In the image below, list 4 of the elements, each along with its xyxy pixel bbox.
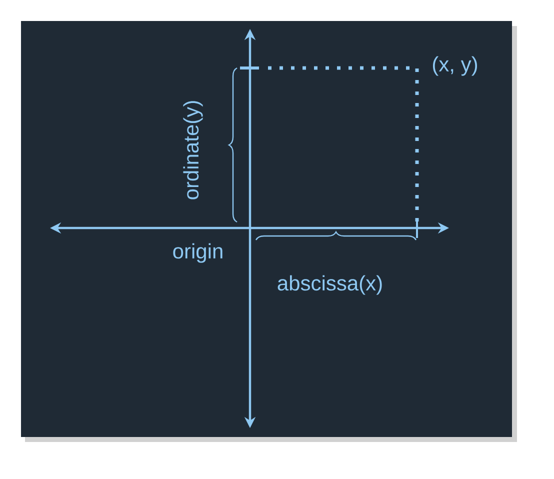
axis-label: abscissa(x) <box>278 275 382 295</box>
axis-label: origin <box>173 243 222 263</box>
axis-label: (x, y) <box>432 56 478 76</box>
axis-label: ordinate(y) <box>183 101 203 200</box>
